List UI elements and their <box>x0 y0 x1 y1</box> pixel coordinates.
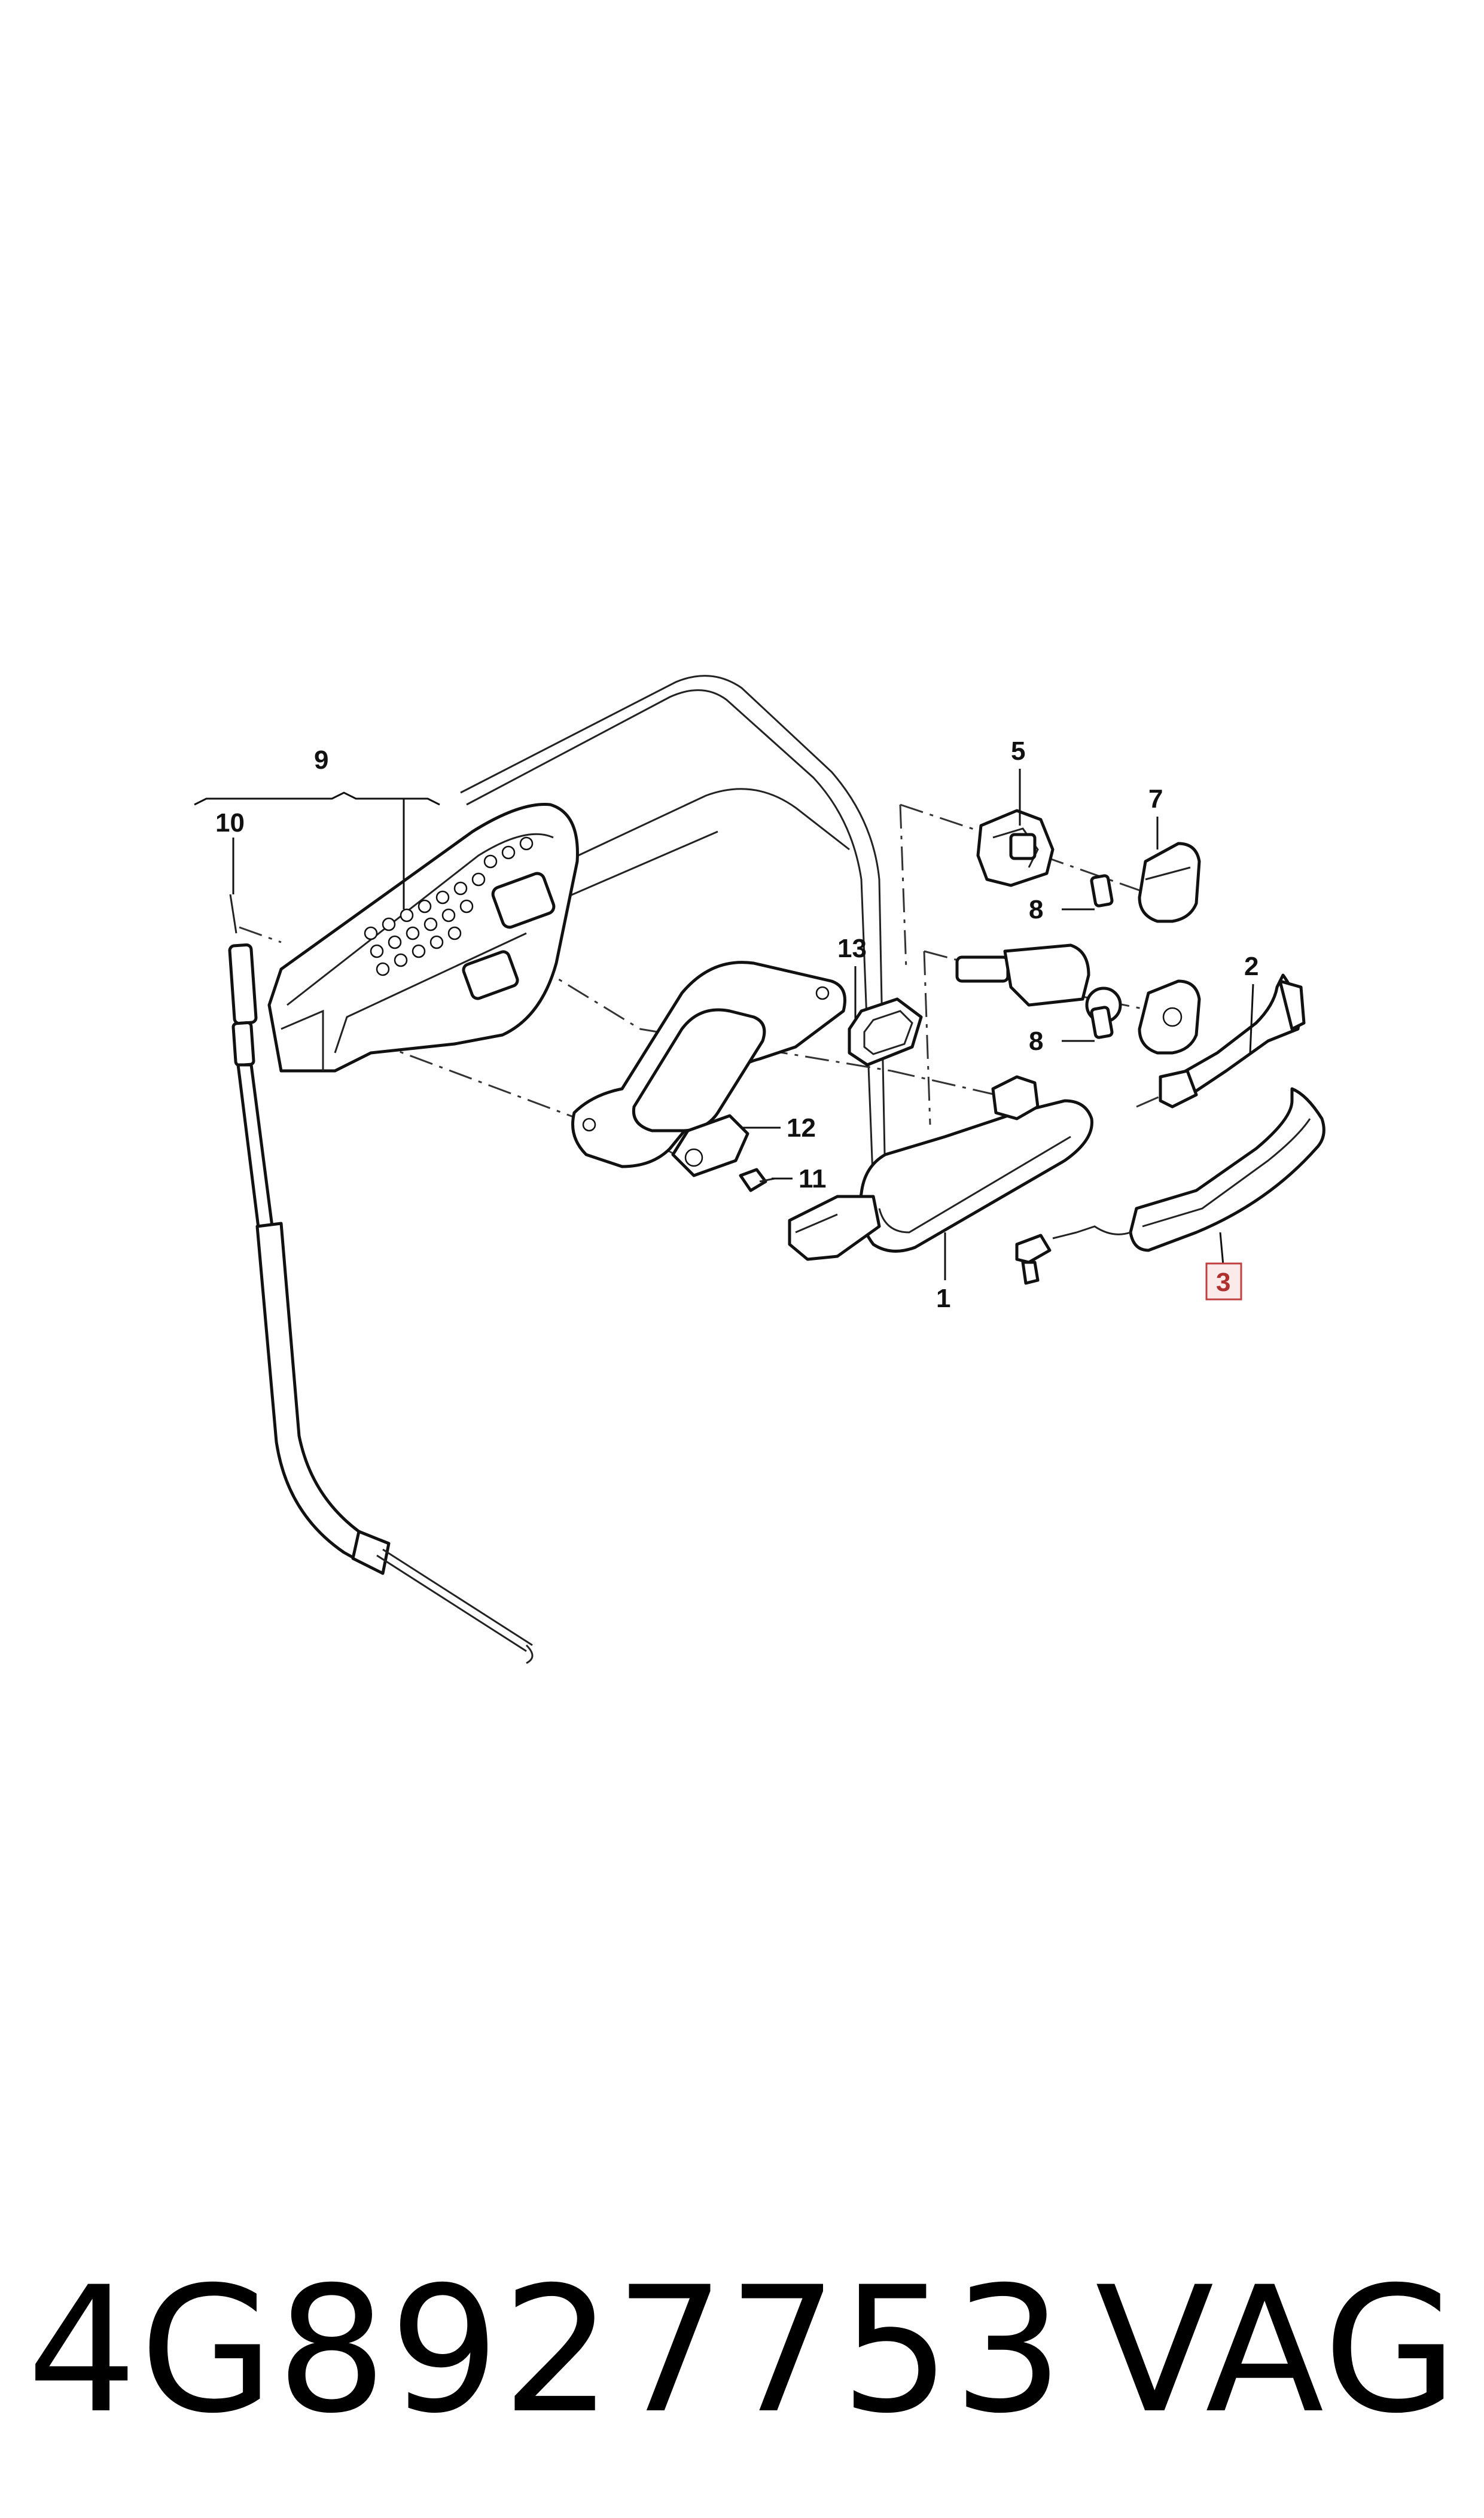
cap-part-7 <box>1138 842 1201 923</box>
callout-7: 7 <box>1148 784 1163 814</box>
callout-5: 5 <box>1011 736 1025 766</box>
screw-part-11 <box>739 1168 775 1192</box>
seal-part-8-upper <box>1090 874 1114 908</box>
callout-9: 9 <box>314 745 328 775</box>
part-number: 4G8927753 <box>27 2250 1066 2452</box>
door-handle-part-1 <box>788 1075 1093 1261</box>
callout-13: 13 <box>837 934 867 963</box>
footer: 4G8927753 VAG <box>0 2243 1484 2459</box>
callout-8-upper: 8 <box>1029 895 1043 924</box>
gasket-part-12 <box>671 1114 749 1177</box>
lock-housing-part-5 <box>976 809 1055 887</box>
handle-recess-shell <box>571 961 846 1168</box>
callout-labels: 9 10 5 7 8 13 2 8 12 11 1 3 <box>215 736 1258 1313</box>
carrier-bracket-part-9 <box>267 803 579 1073</box>
callout-2: 2 <box>1244 952 1258 981</box>
brand-name: VAG <box>1095 2250 1460 2452</box>
callout-11: 11 <box>799 1164 827 1193</box>
handle-with-sensor-part-3 <box>1015 1087 1325 1285</box>
carrier-mounting-holes <box>364 836 534 976</box>
leader-lines <box>194 769 1254 1280</box>
seal-part-8-lower <box>1090 1006 1114 1039</box>
callout-8-lower: 8 <box>1029 1027 1043 1056</box>
callout-12: 12 <box>787 1113 816 1143</box>
handle-cover-part-2 <box>1159 973 1306 1109</box>
callout-3-highlight <box>1205 1262 1242 1301</box>
callout-1: 1 <box>936 1284 950 1313</box>
assembly-lines <box>239 803 1233 1168</box>
lock-cylinder-assembly <box>955 943 1201 1055</box>
bowden-cable-part-10 <box>228 894 534 1664</box>
gasket-part-13 <box>848 997 923 1067</box>
callout-10: 10 <box>215 808 245 838</box>
callout-3: 3 <box>1216 1268 1230 1297</box>
